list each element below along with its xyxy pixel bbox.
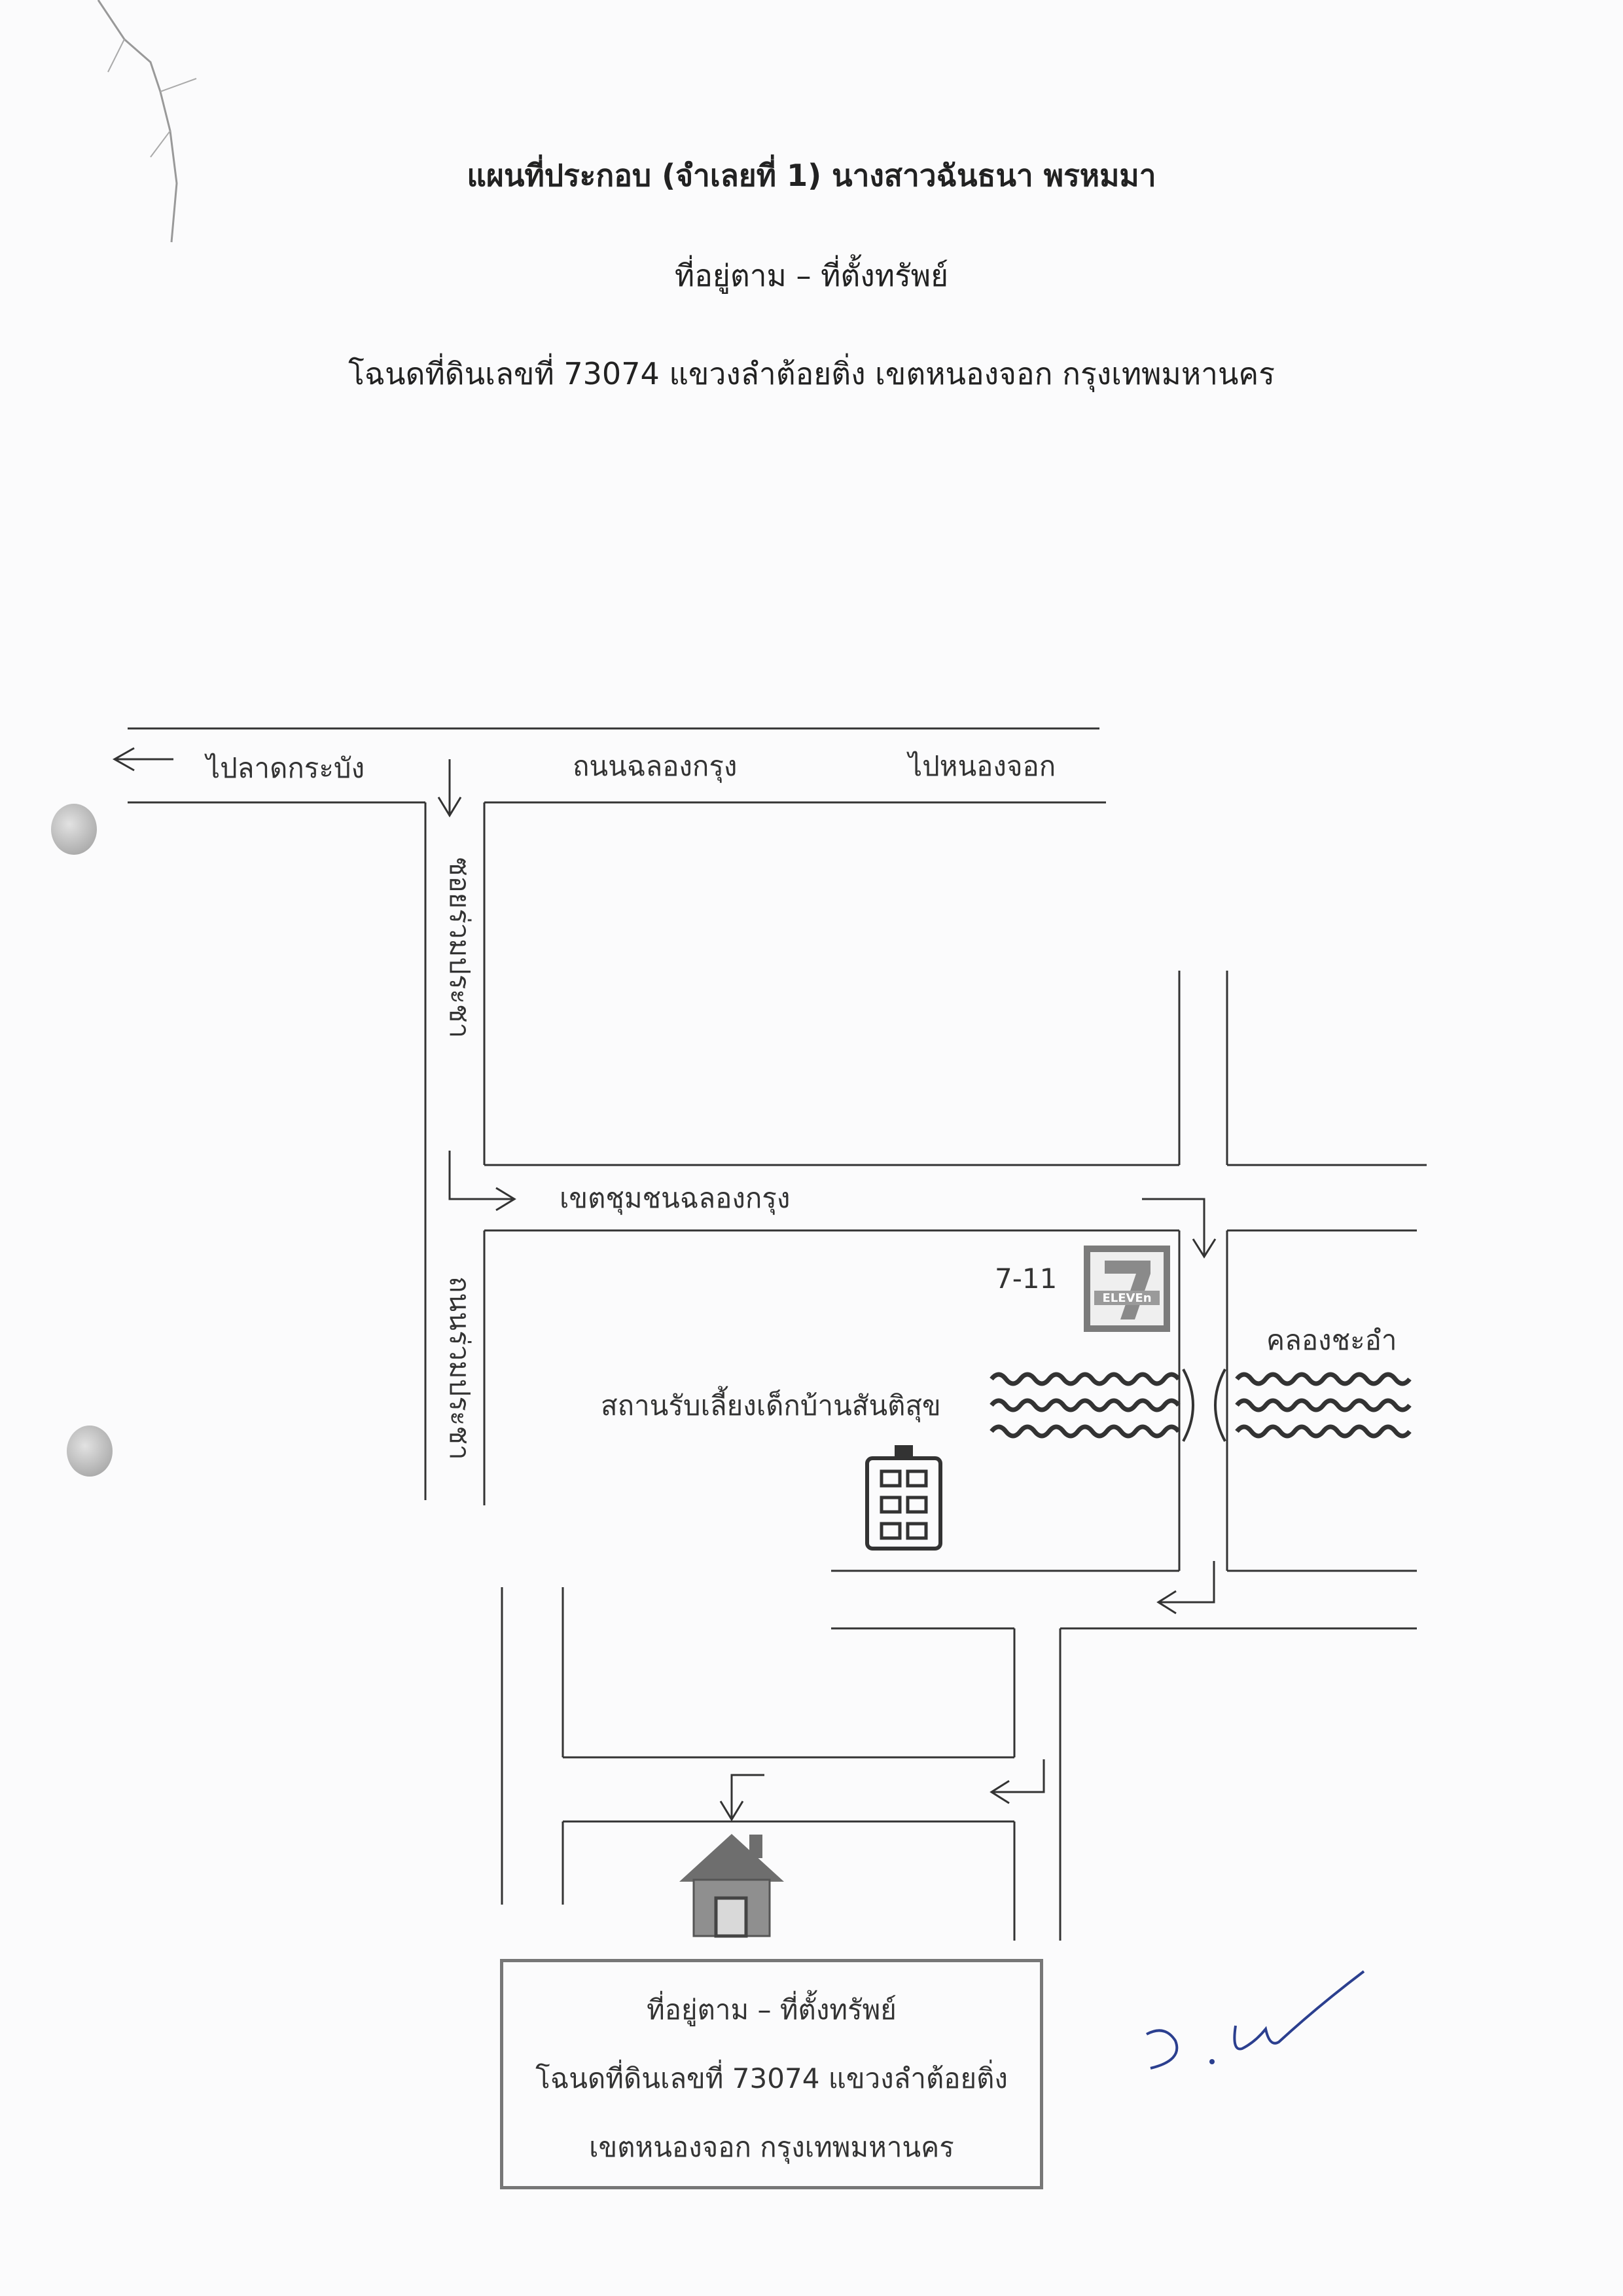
arrow-turn-down-icon xyxy=(1142,1198,1217,1259)
house-icon xyxy=(679,1834,784,1938)
info-box-line3: เขตหนองจอก กรุงเทพมหานคร xyxy=(589,2131,954,2163)
info-box-line2: โฉนดที่ดินเลขที่ 73074 แขวงลำต้อยติ่ง xyxy=(535,2062,1008,2094)
label-community: เขตชุมชนฉลองกรุง xyxy=(560,1182,790,1215)
label-to-nong-chok: ไปหนองจอก xyxy=(906,750,1056,782)
subtitle-deed: โฉนดที่ดินเลขที่ 73074 แขวงลำต้อยติ่ง เข… xyxy=(348,356,1275,391)
arrow-turn-down-icon xyxy=(719,1774,764,1821)
seven-eleven-logo-icon: ELEVEn xyxy=(1084,1246,1170,1332)
label-canal: คลองชะอำ xyxy=(1266,1324,1397,1356)
seven-eleven-logo-text: ELEVEn xyxy=(1102,1291,1151,1305)
punch-hole-bottom xyxy=(67,1426,113,1477)
label-soi-upper: ซอยร่วมประชา xyxy=(444,857,476,1038)
paper-crease xyxy=(97,0,178,243)
label-main-road: ถนนฉลองกรุง xyxy=(573,750,737,783)
label-nursery: สถานรับเลี้ยงเด็กบ้านสันติสุข xyxy=(601,1386,941,1423)
bridge-icon xyxy=(1182,1369,1226,1442)
arrow-turn-left-icon xyxy=(990,1759,1045,1804)
arrow-turn-right-icon xyxy=(448,1151,516,1211)
info-box-line1: ที่อยู่ตาม – ที่ตั้งทรัพย์ xyxy=(647,1994,897,2026)
label-to-lat-krabang: ไปลาดกระบัง xyxy=(204,752,365,784)
address-info-box: ที่อยู่ตาม – ที่ตั้งทรัพย์ โฉนดที่ดินเลข… xyxy=(500,1959,1043,2189)
arrow-turn-left-icon xyxy=(1156,1561,1215,1615)
arrow-left-icon xyxy=(112,747,173,772)
page-title: แผนที่ประกอบ (จำเลยที่ 1) นางสาวฉันธนา พ… xyxy=(467,158,1156,193)
building-icon xyxy=(865,1445,942,1551)
label-7-11: 7-11 xyxy=(995,1263,1057,1295)
canal-water-icon xyxy=(990,1372,1412,1439)
label-soi-lower: ถนนร่วมประชา xyxy=(444,1276,476,1460)
signature xyxy=(1146,1970,1365,2070)
punch-hole-top xyxy=(51,804,97,855)
paper-crease xyxy=(107,39,197,158)
arrow-down-icon xyxy=(437,759,462,817)
subtitle-address: ที่อยู่ตาม – ที่ตั้งทรัพย์ xyxy=(674,258,949,293)
